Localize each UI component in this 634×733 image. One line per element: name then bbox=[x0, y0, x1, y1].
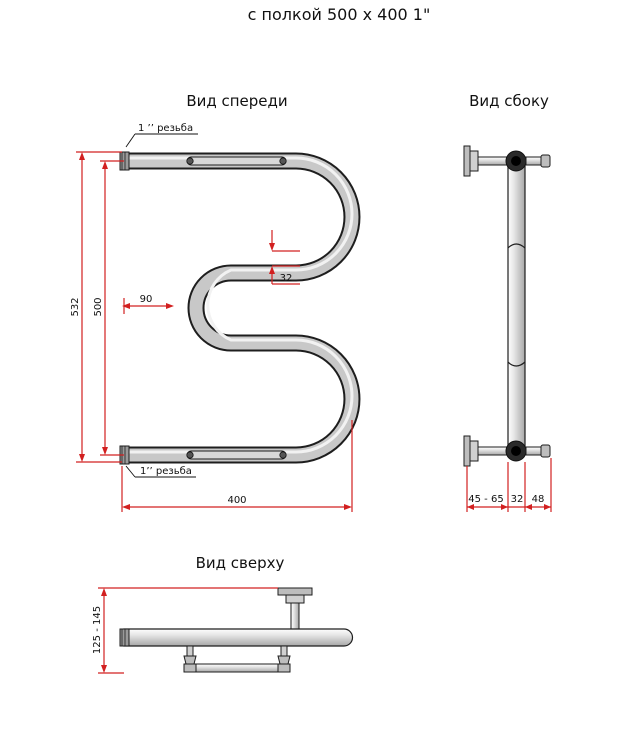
top-view-title: Вид сверху bbox=[196, 554, 285, 572]
dimension-pipe-diameter-label: 32 bbox=[280, 273, 293, 284]
dimension-side-row: 45 - 65 32 48 bbox=[466, 458, 552, 512]
dimension-width: 400 bbox=[121, 420, 353, 512]
dimension-side-pipe-label: 32 bbox=[511, 494, 524, 505]
side-view-title: Вид сбоку bbox=[469, 92, 549, 110]
dimension-top-depth-label: 125 - 145 bbox=[92, 606, 103, 654]
thread-note-top: 1 ’’ резьба bbox=[125, 123, 198, 148]
dimension-overall-height: 532 bbox=[70, 151, 122, 463]
dimension-top-depth: 125 - 145 bbox=[92, 587, 278, 674]
dimension-overall-height-label: 532 bbox=[70, 297, 81, 316]
dimension-inner-offset-label: 90 bbox=[140, 294, 153, 305]
dimension-width-label: 400 bbox=[227, 495, 246, 506]
dimension-pipe-diameter: 32 bbox=[269, 230, 300, 285]
side-view-towel-rail bbox=[463, 145, 551, 467]
dimension-inner-offset: 90 bbox=[122, 294, 174, 314]
top-view-towel-rail bbox=[119, 587, 354, 673]
dimension-side-depth-label: 48 bbox=[532, 494, 545, 505]
thread-note-bottom-label: 1’’ резьба bbox=[140, 466, 192, 477]
thread-note-bottom: 1’’ резьба bbox=[125, 465, 196, 478]
front-view-title: Вид спереди bbox=[186, 92, 287, 110]
front-view-towel-rail bbox=[119, 151, 361, 465]
dimension-axis-height-label: 500 bbox=[93, 297, 104, 316]
thread-note-top-label: 1 ’’ резьба bbox=[138, 123, 193, 134]
drawing-title: с полкой 500 х 400 1" bbox=[248, 5, 431, 24]
dimension-wall-gap-label: 45 - 65 bbox=[468, 494, 503, 505]
dimension-axis-height: 500 bbox=[93, 160, 124, 456]
